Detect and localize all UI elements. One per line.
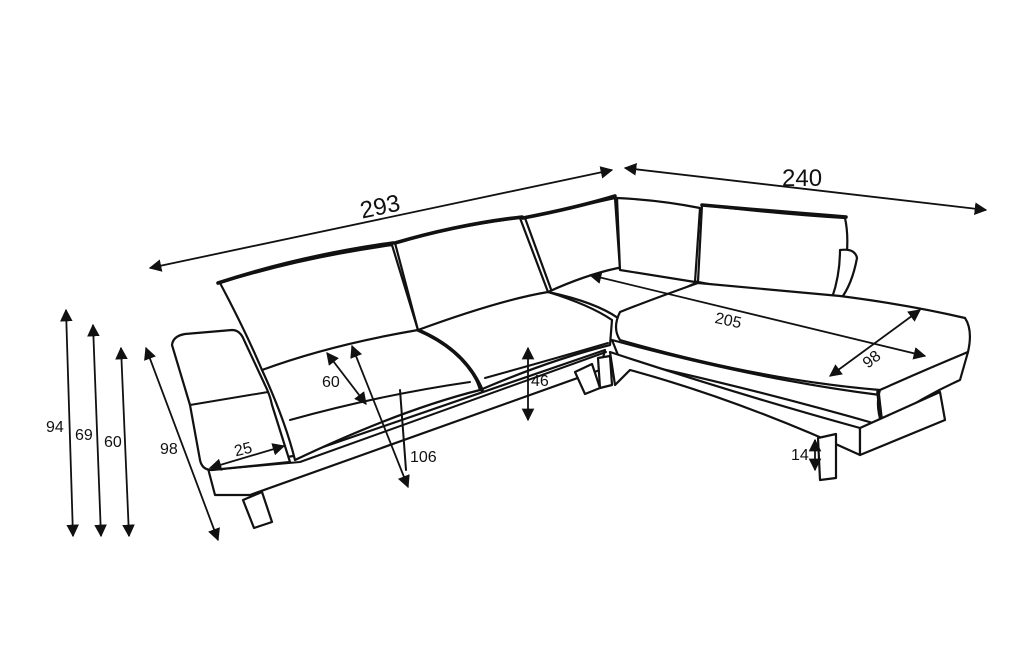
dim-chaise-depth-arrow [828, 309, 922, 377]
left-leg [241, 490, 274, 530]
label-seat-height: 46 [531, 373, 549, 390]
chaise-base-side [858, 390, 947, 457]
label-depth-left: 98 [160, 441, 178, 458]
dimension-labels: 293 240 94 69 60 98 25 60 106 46 205 98 … [46, 165, 884, 466]
right-leg [816, 432, 838, 482]
label-chaise-length: 205 [713, 310, 743, 332]
dimension-lines [60, 163, 988, 542]
dim-armrest-width-arrow [208, 443, 286, 471]
label-height-armrest-low: 60 [104, 434, 122, 451]
label-leg-height: 14 [791, 447, 809, 464]
label-seat-depth: 60 [322, 374, 340, 391]
label-total-length: 293 [358, 190, 403, 225]
dim-height-armrest-low-arrow [115, 346, 135, 538]
chaise-back-cushion-1 [615, 196, 702, 284]
dim-back-depth-arrow [350, 344, 410, 489]
label-height-armrest: 69 [75, 427, 93, 444]
seat-cushion-divider [416, 328, 484, 392]
dim-height-back-arrow [60, 308, 79, 538]
dim-height-armrest-arrow [87, 323, 107, 538]
label-armrest-width: 25 [233, 440, 254, 461]
dim-depth-left-arrow [144, 346, 220, 542]
label-height-back: 94 [46, 419, 64, 436]
label-back-depth: 106 [410, 449, 437, 466]
chaise-inner-leg [596, 354, 614, 390]
dim-total-length-arrow [148, 166, 614, 272]
dim-side-length-arrow [623, 163, 988, 215]
label-side-length: 240 [782, 165, 822, 192]
dim-back-depth-guide [399, 389, 407, 471]
